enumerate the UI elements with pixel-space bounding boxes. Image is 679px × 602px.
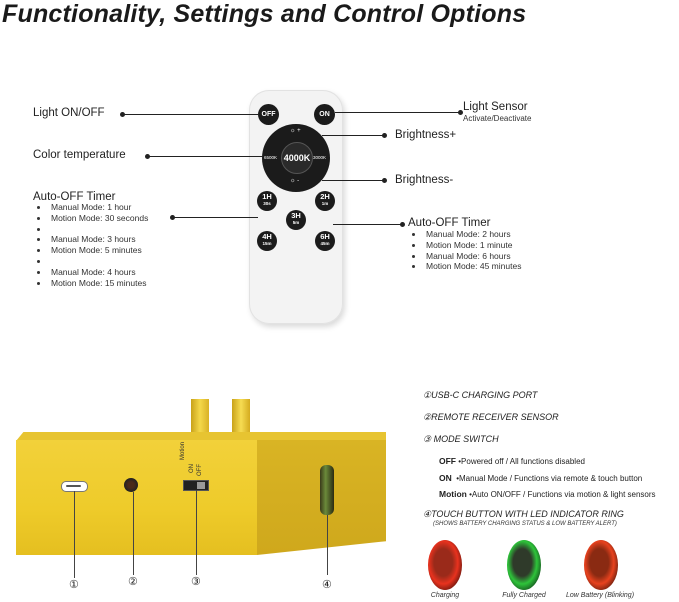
remote-off-button[interactable]: OFF <box>258 104 279 125</box>
timer-label: 4H <box>262 232 272 241</box>
light-sensor-label: Light Sensor <box>463 101 528 113</box>
timer-sub: 1m <box>321 201 329 206</box>
left-temp-label[interactable]: 6500K <box>264 155 278 160</box>
list-item: Motion Mode: 30 seconds <box>33 213 148 224</box>
mode-off-row: OFF •Powered off / All functions disable… <box>439 456 585 466</box>
caption-charging: Charging <box>430 592 460 599</box>
legend-touch-button: ④TOUCH BUTTON WITH LED INDICATOR RING <box>423 509 624 519</box>
leader-dot <box>458 110 463 115</box>
list-item: Manual Mode: 2 hours <box>408 229 521 240</box>
timer-sub: 30s <box>263 201 271 206</box>
base-top <box>16 432 386 441</box>
auto-off-right-list: Manual Mode: 2 hours Motion Mode: 1 minu… <box>408 229 521 272</box>
leader-dot <box>170 215 175 220</box>
timer-sub: 5m <box>292 220 300 225</box>
pointer-line <box>327 515 328 575</box>
list-item: Manual Mode: 3 hours <box>33 234 148 245</box>
leader-dot <box>382 178 387 183</box>
mode-motion-row: Motion •Auto ON/OFF / Functions via moti… <box>439 489 656 499</box>
callout-number: ② <box>128 576 138 588</box>
light-on-off-label: Light ON/OFF <box>33 107 105 119</box>
remote-on-button[interactable]: ON <box>314 104 335 125</box>
callout-number: ③ <box>191 576 201 588</box>
mode-desc: •Manual Mode / Functions via remote & to… <box>456 474 643 483</box>
switch-label-off: OFF <box>197 464 203 476</box>
leader-line <box>335 112 459 113</box>
auto-off-right-title: Auto-OFF Timer <box>408 217 491 229</box>
auto-off-left-title: Auto-OFF Timer <box>33 191 116 203</box>
mode-key: ON <box>439 473 452 483</box>
remote-receiver-sensor-icon <box>124 478 138 492</box>
caption-full: Fully Charged <box>502 592 546 599</box>
switch-label-motion: Motion <box>180 441 186 460</box>
timer-label: 1H <box>262 192 272 201</box>
list-item: Motion Mode: 45 minutes <box>408 261 521 272</box>
leader-line <box>122 114 258 115</box>
list-item: Motion Mode: 5 minutes <box>33 245 148 256</box>
leader-dot <box>120 112 125 117</box>
leader-line <box>147 156 263 157</box>
list-item: Motion Mode: 1 minute <box>408 240 521 251</box>
leader-line <box>172 217 258 218</box>
switch-label-on: ON <box>189 464 195 473</box>
led-charging-icon <box>428 540 462 590</box>
legend-touch-sub: (SHOWS BATTERY CHARGING STATUS & LOW BAT… <box>433 521 617 527</box>
timer-sub: 15m <box>262 241 272 246</box>
callout-number: ④ <box>322 579 332 591</box>
leader-dot <box>382 133 387 138</box>
legend-usb: ①USB-C CHARGING PORT <box>423 390 538 400</box>
light-sensor-sub: Activate/Deactivate <box>463 114 532 123</box>
leader-dot <box>145 154 150 159</box>
mode-desc: •Auto ON/OFF / Functions via motion & li… <box>469 490 656 499</box>
leader-dot <box>400 222 405 227</box>
auto-off-left-list: Manual Mode: 1 hour Motion Mode: 30 seco… <box>33 202 148 288</box>
mode-desc: •Powered off / All functions disabled <box>458 457 585 466</box>
list-item: Manual Mode: 6 hours <box>408 251 521 262</box>
brightness-minus-label: Brightness- <box>395 174 454 186</box>
legend-mode-switch: ③ MODE SWITCH <box>423 434 499 444</box>
touch-button-icon[interactable] <box>320 465 334 515</box>
remote-center-button[interactable]: 4000K <box>281 142 313 174</box>
timer-label: 6H <box>320 232 330 241</box>
mode-key: Motion <box>439 489 467 499</box>
right-temp-label[interactable]: 3000K <box>313 155 327 160</box>
led-low-icon <box>584 540 618 590</box>
pointer-line <box>133 492 134 575</box>
mode-key: OFF <box>439 456 456 466</box>
legend-receiver: ②REMOTE RECEIVER SENSOR <box>423 412 559 422</box>
page-title: Functionality, Settings and Control Opti… <box>2 0 527 28</box>
list-item: Manual Mode: 1 hour <box>33 202 148 213</box>
mode-on-row: ON •Manual Mode / Functions via remote &… <box>439 473 642 483</box>
leader-line <box>322 135 384 136</box>
brightness-up-icon[interactable]: ☼ + <box>290 128 301 134</box>
list-item: Motion Mode: 15 minutes <box>33 278 148 289</box>
timer-label: 2H <box>320 192 330 201</box>
pointer-line <box>196 490 197 575</box>
timer-sub: 45m <box>320 241 330 246</box>
leader-line <box>333 224 401 225</box>
list-item: Manual Mode: 4 hours <box>33 267 148 278</box>
led-full-icon <box>507 540 541 590</box>
leader-line <box>322 180 384 181</box>
list-item <box>33 224 148 235</box>
caption-low: Low Battery (Blinking) <box>565 592 635 599</box>
lamp-base-front <box>16 440 257 555</box>
list-item <box>33 256 148 267</box>
color-temp-label: Color temperature <box>33 149 126 161</box>
brightness-down-icon[interactable]: ☼ - <box>290 178 300 184</box>
callout-number: ① <box>69 579 79 591</box>
timer-label: 3H <box>291 211 301 220</box>
brightness-plus-label: Brightness+ <box>395 129 457 141</box>
pointer-line <box>74 491 75 578</box>
